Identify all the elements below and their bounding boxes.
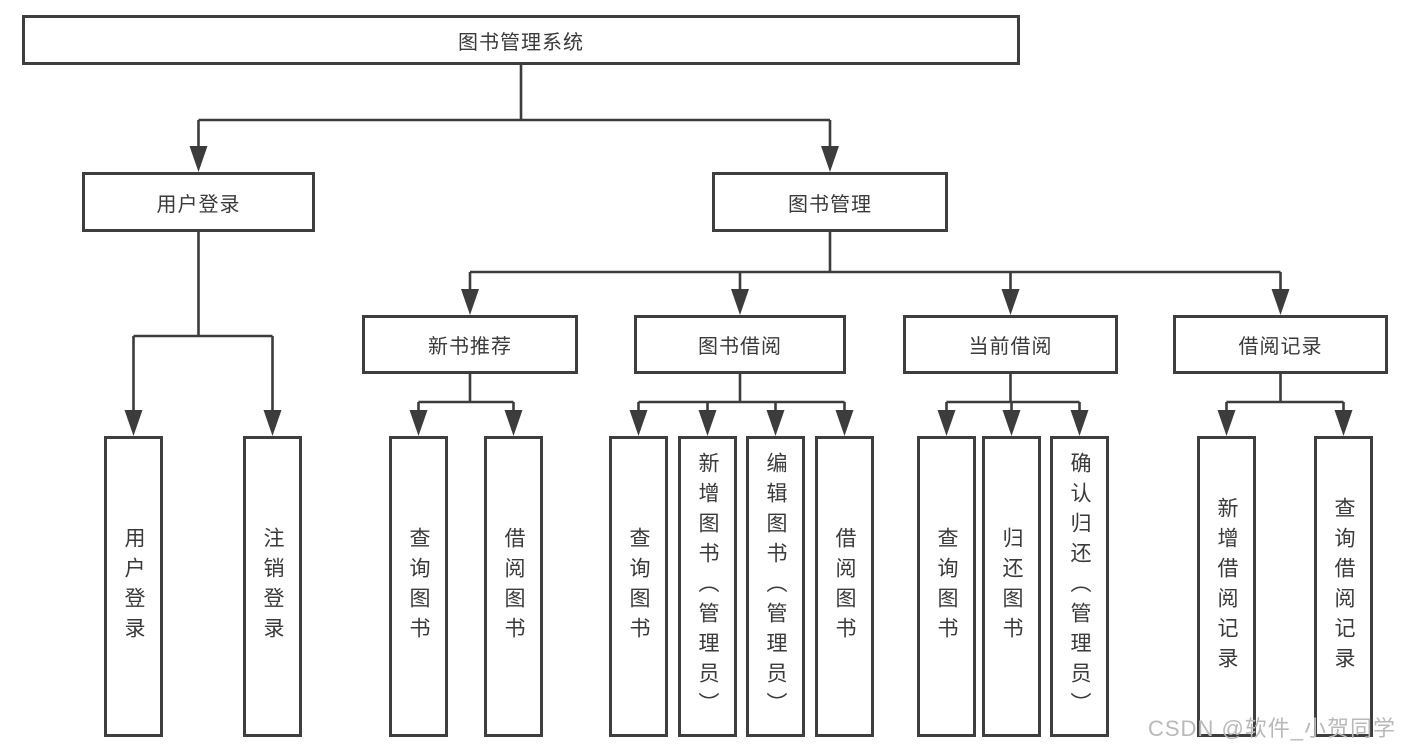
arrowhead-down-icon bbox=[835, 410, 854, 436]
node-user-login: 用户登录 bbox=[82, 172, 315, 232]
node-label: 查询借阅记录 bbox=[1332, 496, 1355, 677]
arrowhead-down-icon bbox=[1217, 410, 1236, 436]
node-label: 借阅图书 bbox=[502, 526, 525, 647]
arrowhead-down-icon bbox=[937, 410, 956, 436]
arrowhead-down-icon bbox=[504, 410, 523, 436]
node-borrow-record: 借阅记录 bbox=[1173, 315, 1388, 374]
leaf-nbr-query-book: 查询图书 bbox=[389, 436, 448, 737]
leaf-br-query-record: 查询借阅记录 bbox=[1314, 436, 1373, 737]
leaf-cb-query-book: 查询图书 bbox=[917, 436, 976, 737]
node-label: 图书管理系统 bbox=[458, 31, 584, 54]
leaf-bb-borrow-book: 借阅图书 bbox=[815, 436, 874, 737]
node-label: 查询图书 bbox=[935, 526, 958, 647]
arrowhead-down-icon bbox=[731, 289, 749, 315]
arrowhead-down-icon bbox=[189, 146, 208, 172]
node-book-borrow: 图书借阅 bbox=[634, 315, 846, 374]
arrowhead-down-icon bbox=[1070, 410, 1089, 436]
arrowhead-down-icon bbox=[821, 146, 839, 172]
leaf-br-add-record: 新增借阅记录 bbox=[1197, 436, 1256, 737]
node-root: 图书管理系统 bbox=[22, 15, 1020, 65]
node-label: 图书借阅 bbox=[698, 336, 782, 358]
watermark: CSDN @软件_小贺同学 bbox=[1148, 716, 1397, 741]
arrowhead-down-icon bbox=[698, 410, 717, 436]
arrowhead-down-icon bbox=[1001, 289, 1020, 315]
arrowhead-down-icon bbox=[1334, 410, 1353, 436]
arrowhead-down-icon bbox=[124, 410, 143, 436]
arrowhead-down-icon bbox=[409, 410, 428, 436]
node-label: 确认归还（管理员） bbox=[1068, 451, 1091, 722]
node-book-management: 图书管理 bbox=[712, 172, 948, 232]
leaf-bb-edit-book-admin: 编辑图书（管理员） bbox=[746, 436, 805, 737]
node-label: 新增图书（管理员） bbox=[696, 451, 719, 722]
node-label: 编辑图书（管理员） bbox=[764, 451, 787, 722]
node-label: 归还图书 bbox=[1000, 526, 1023, 647]
arrowhead-down-icon bbox=[263, 410, 282, 436]
node-label: 当前借阅 bbox=[968, 336, 1053, 358]
node-label: 新增借阅记录 bbox=[1215, 496, 1238, 677]
leaf-user-login: 用户登录 bbox=[104, 436, 163, 737]
node-label: 查询图书 bbox=[407, 526, 430, 647]
node-current-borrow: 当前借阅 bbox=[903, 315, 1118, 374]
leaf-bb-add-book-admin: 新增图书（管理员） bbox=[678, 436, 737, 737]
node-label: 用户登录 bbox=[156, 193, 241, 216]
node-label: 借阅图书 bbox=[833, 526, 856, 647]
node-label: 用户登录 bbox=[122, 526, 145, 647]
leaf-nbr-borrow-book: 借阅图书 bbox=[484, 436, 543, 737]
node-label: 注销登录 bbox=[261, 526, 284, 647]
leaf-cb-confirm-return-admin: 确认归还（管理员） bbox=[1050, 436, 1109, 737]
arrowhead-down-icon bbox=[1002, 410, 1021, 436]
leaf-bb-query-book: 查询图书 bbox=[609, 436, 668, 737]
node-label: 查询图书 bbox=[627, 526, 650, 647]
node-label: 图书管理 bbox=[788, 193, 872, 216]
node-label: 新书推荐 bbox=[428, 336, 512, 358]
arrowhead-down-icon bbox=[461, 289, 479, 315]
arrowhead-down-icon bbox=[1271, 289, 1290, 315]
leaf-logout: 注销登录 bbox=[243, 436, 302, 737]
node-label: 借阅记录 bbox=[1238, 336, 1323, 358]
arrowhead-down-icon bbox=[766, 410, 785, 436]
leaf-cb-return-book: 归还图书 bbox=[982, 436, 1041, 737]
node-new-book-recommend: 新书推荐 bbox=[362, 315, 578, 374]
arrowhead-down-icon bbox=[629, 410, 648, 436]
